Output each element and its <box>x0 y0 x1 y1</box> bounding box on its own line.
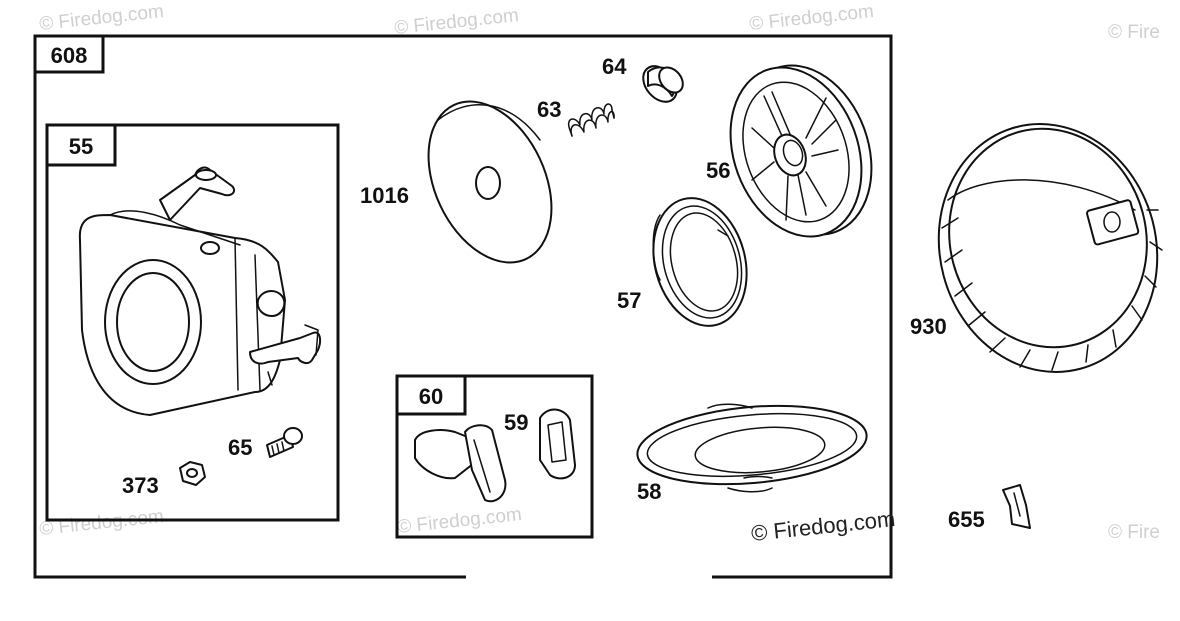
blower-housing-drawing <box>78 166 322 416</box>
watermark-bottom-left: © Firedog.com <box>38 506 164 540</box>
watermark-bottom-edge: © Fire <box>1108 522 1160 543</box>
assembly-608-frame: 608 <box>33 34 893 579</box>
watermark-top-edge: © Fire <box>1108 22 1160 43</box>
watermark-top-right: © Firedog.com <box>748 1 874 35</box>
screw-65-drawing <box>266 427 303 458</box>
watermark-top-left: © Firedog.com <box>38 1 164 35</box>
label-part-930: 930 <box>910 314 947 339</box>
bushing-64-drawing <box>642 65 684 103</box>
insert-59-drawing <box>539 408 576 480</box>
label-part-1016: 1016 <box>360 183 409 208</box>
clip-655-drawing <box>1002 484 1031 529</box>
label-part-373: 373 <box>122 473 159 498</box>
rope-58-drawing <box>636 403 868 493</box>
label-part-56: 56 <box>706 158 730 183</box>
subassembly-60-box: 60 <box>395 374 594 539</box>
label-part-57: 57 <box>617 288 641 313</box>
subassembly-55-box: 55 <box>45 123 340 522</box>
pulley-56-drawing <box>729 64 873 238</box>
label-part-655: 655 <box>948 507 985 532</box>
subassembly-55-label: 55 <box>69 134 93 159</box>
subassembly-60-label: 60 <box>419 384 443 409</box>
label-part-63: 63 <box>537 97 561 122</box>
label-part-58: 58 <box>637 479 661 504</box>
label-part-64: 64 <box>602 54 627 79</box>
recoil-spring-57-drawing <box>652 197 748 327</box>
label-part-65: 65 <box>228 435 252 460</box>
watermark-top-center: © Firedog.com <box>393 5 519 39</box>
part-labels: 65 373 1016 63 64 56 57 58 59 930 655 <box>122 54 985 532</box>
assembly-608-label: 608 <box>51 43 88 68</box>
watermark-bottom-center: © Firedog.com <box>396 504 522 538</box>
plate-1016-drawing <box>427 100 553 264</box>
watermark-main: © Firedog.com <box>750 506 896 546</box>
screen-930-drawing <box>937 123 1163 373</box>
nut-373-drawing <box>179 461 206 486</box>
spring-63-drawing <box>568 103 615 137</box>
label-part-59: 59 <box>504 410 528 435</box>
handle-60-drawing <box>414 424 507 503</box>
